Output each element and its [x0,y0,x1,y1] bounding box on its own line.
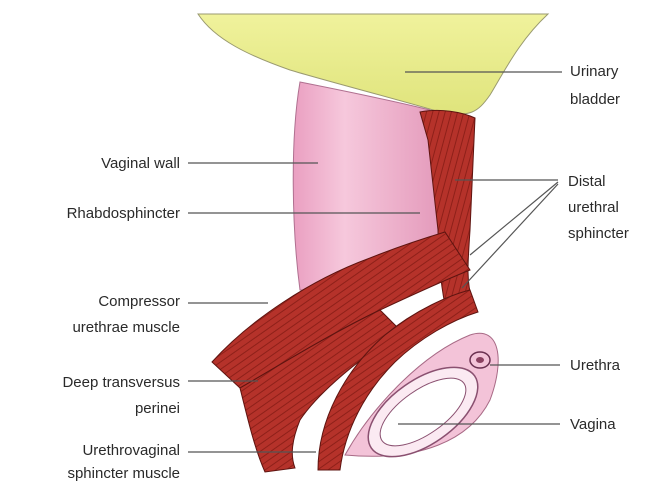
label-distal-urethral-sphincter-3: sphincter [568,225,629,242]
label-rhabdosphincter: Rhabdosphincter [67,205,180,222]
label-distal-urethral-sphincter-2: urethral [568,199,619,216]
label-compressor-urethrae-2: urethrae muscle [72,319,180,336]
label-urethrovaginal-sphincter-2: sphincter muscle [67,465,180,482]
label-vagina: Vagina [570,416,616,433]
label-urinary-bladder-2: bladder [570,91,620,108]
label-urinary-bladder: Urinary [570,63,619,80]
label-urethra: Urethra [570,357,621,374]
label-deep-transversus: Deep transversus [62,374,180,391]
label-vaginal-wall: Vaginal wall [101,155,180,172]
label-deep-transversus-2: perinei [135,400,180,417]
label-distal-urethral-sphincter: Distal [568,173,606,190]
label-compressor-urethrae: Compressor [98,293,180,310]
label-urethrovaginal-sphincter: Urethrovaginal [82,442,180,459]
